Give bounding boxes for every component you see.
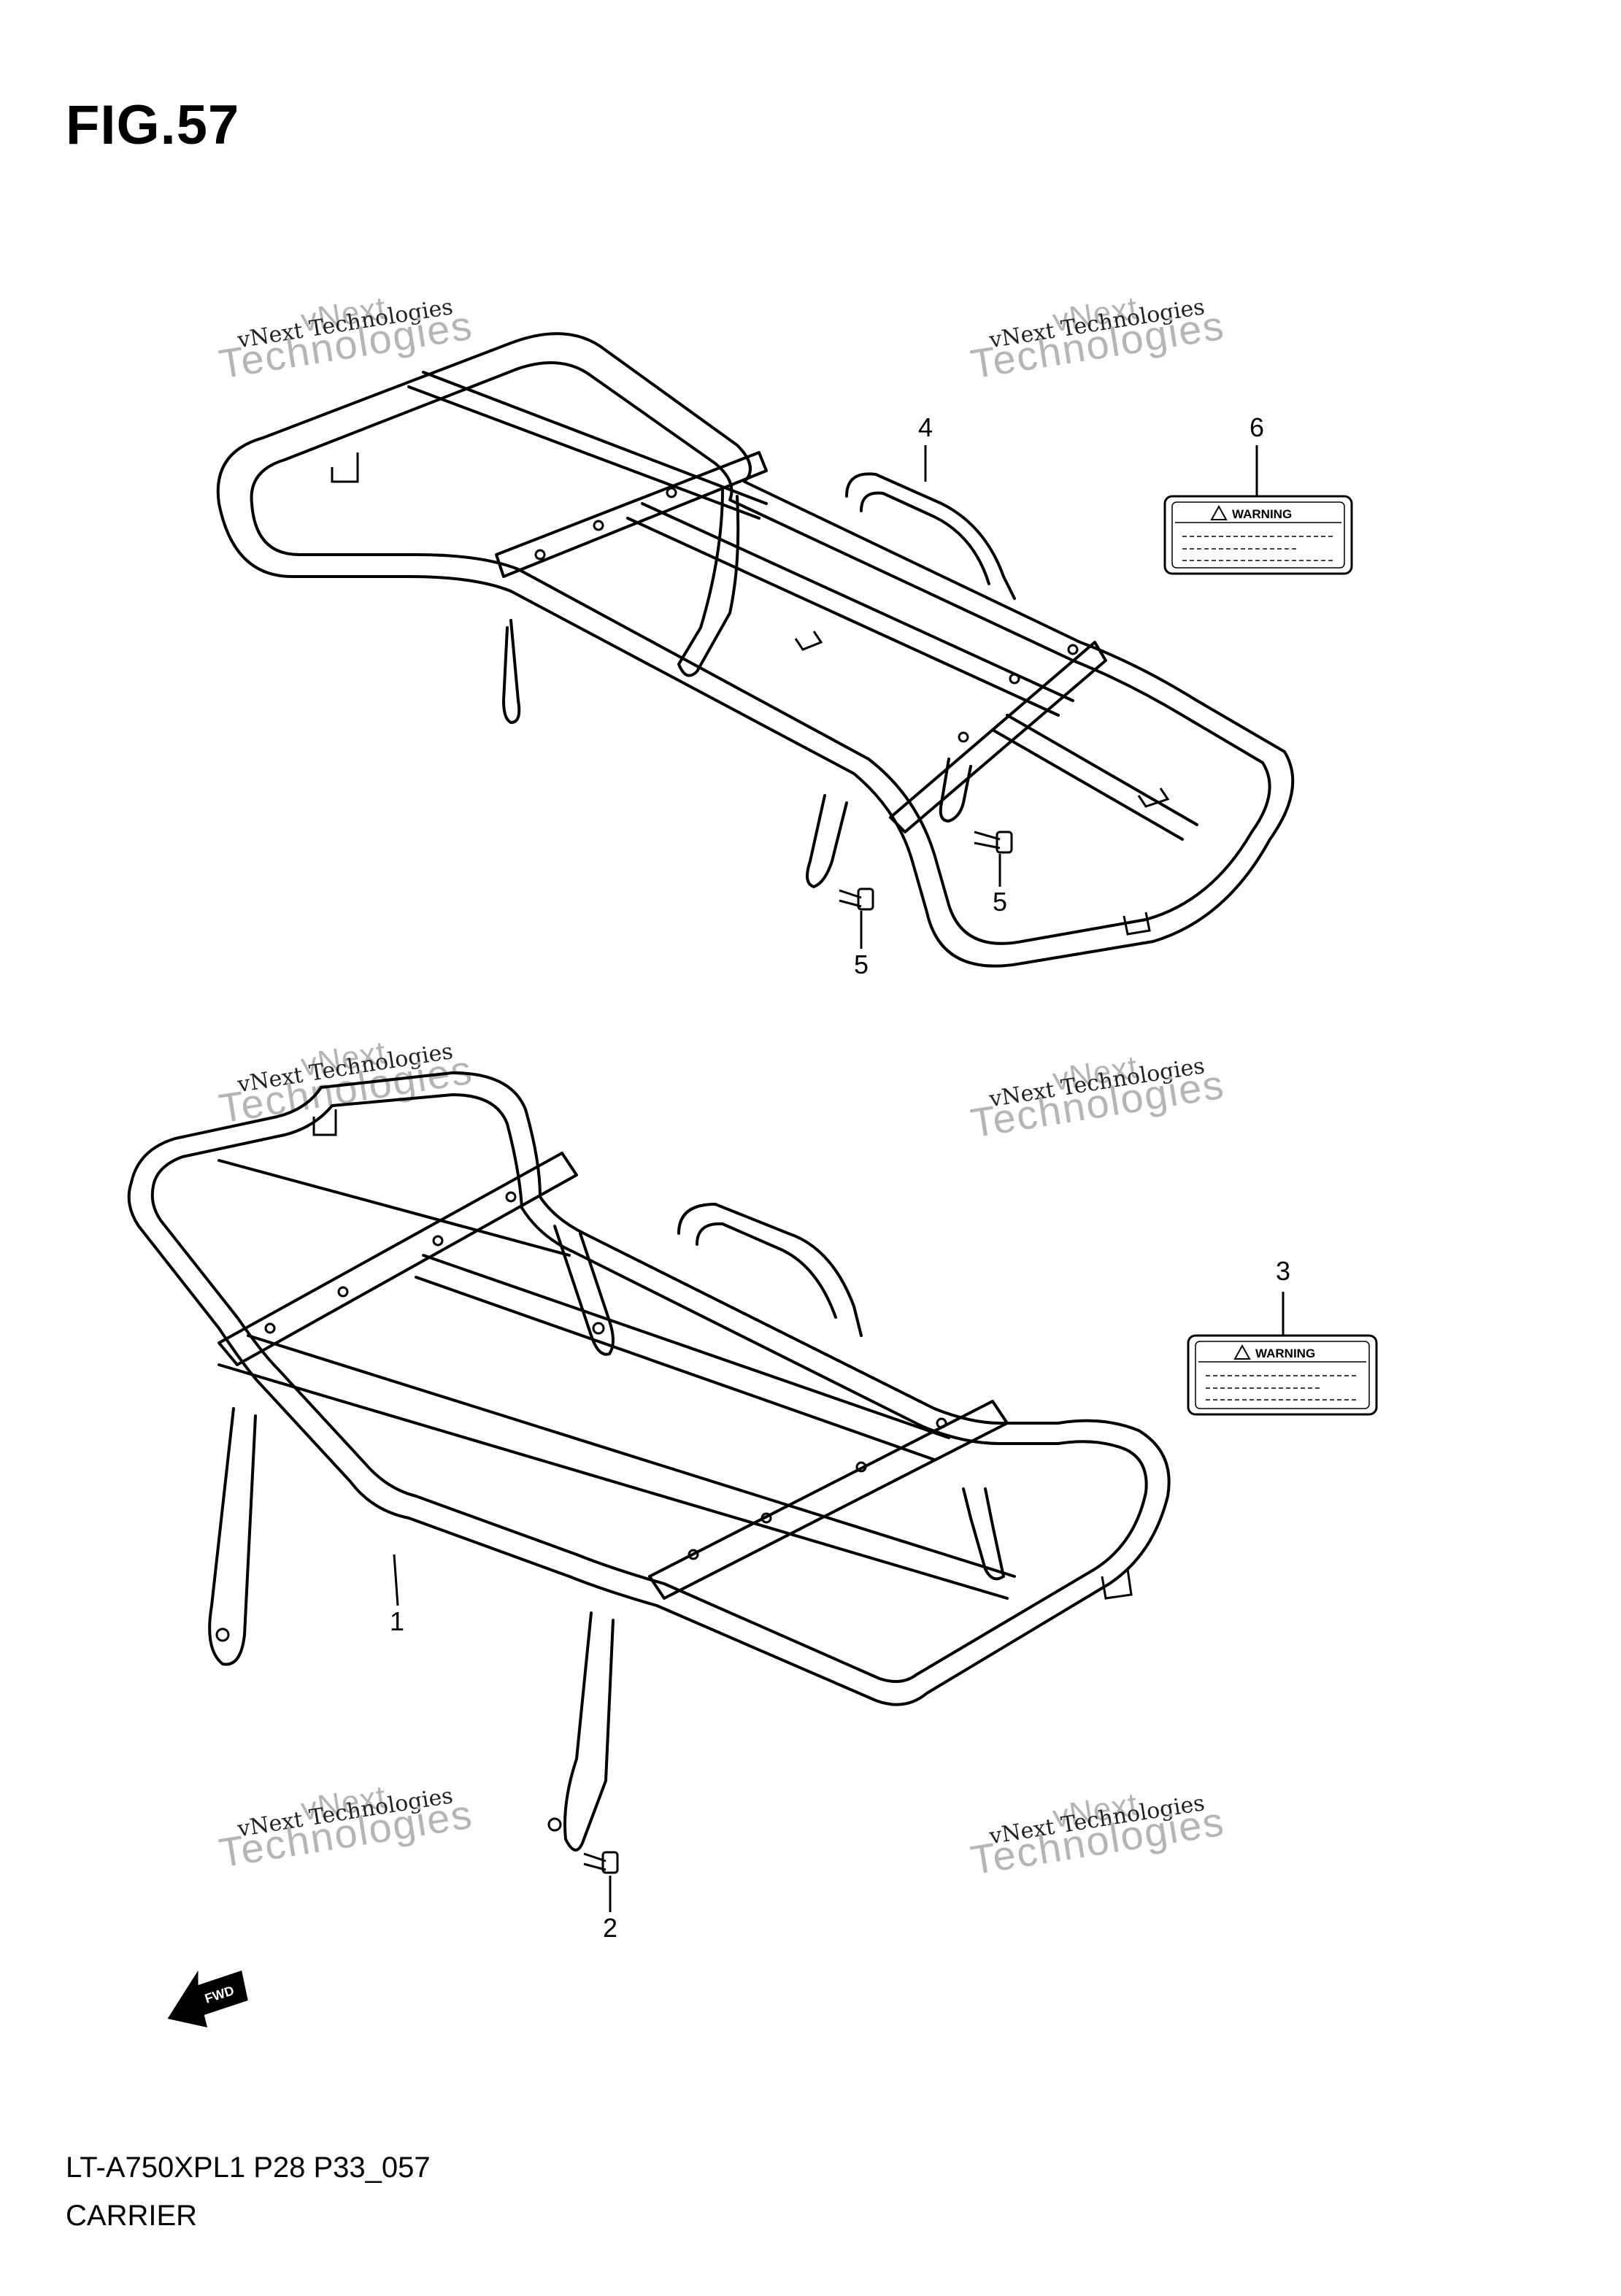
- rear-carrier-leg: [677, 488, 740, 677]
- bolt-hole: [1067, 644, 1079, 655]
- front-carrier-cross-bar: [217, 1159, 571, 1257]
- warning-label-text: WARNING: [1255, 1347, 1315, 1360]
- rear-carrier-mount-strap: [495, 451, 768, 578]
- callout-2: 2: [602, 1913, 618, 1943]
- bolt-head: [996, 831, 1013, 854]
- bolt-5a-drawing: [974, 831, 1013, 854]
- front-carrier-leg: [553, 1225, 615, 1356]
- rear-carrier-cross-bar: [1006, 714, 1198, 826]
- bolt-hole: [666, 487, 677, 498]
- bolt-hole: [688, 1549, 699, 1560]
- warning-triangle-icon: [1233, 1344, 1251, 1360]
- bolt-hole: [1009, 673, 1020, 685]
- fwd-arrow-icon: [167, 1970, 248, 2027]
- callout-6: 6: [1249, 412, 1265, 442]
- bolt-head: [601, 1851, 619, 1874]
- rear-carrier-leg: [806, 794, 848, 888]
- front-carrier-leg: [208, 1407, 257, 1666]
- rear-carrier-cross-bar: [422, 371, 768, 505]
- bolt-hole: [337, 1286, 349, 1298]
- figure-title: FIG.57: [66, 94, 240, 156]
- warning-label-6: WARNING: [1163, 495, 1353, 575]
- label-inner-border: [1195, 1341, 1370, 1409]
- front-carrier-leg: [563, 1611, 615, 1852]
- bolt-hole: [432, 1235, 444, 1247]
- bolt-hole: [958, 731, 969, 743]
- bolt-hole: [592, 1322, 605, 1335]
- rear-carrier-tab: [331, 452, 359, 483]
- callout-4: 4: [917, 412, 933, 442]
- label-border: [1163, 495, 1353, 575]
- bolt-hole: [855, 1461, 867, 1473]
- bolt-shank: [974, 831, 1001, 850]
- callout-5b: 5: [853, 949, 869, 979]
- rear-carrier-leg: [939, 758, 972, 823]
- warning-label-3: WARNING: [1187, 1334, 1378, 1416]
- bolt-hole: [215, 1627, 230, 1642]
- bolt-hole: [593, 520, 604, 531]
- rear-carrier-cross-bar: [407, 385, 761, 520]
- rear-carrier-cross-bar: [626, 517, 1060, 717]
- rear-carrier-grab-handle: [845, 472, 1016, 600]
- rear-carrier-tab: [1137, 787, 1170, 808]
- bolt-2-drawing: [583, 1851, 619, 1874]
- front-carrier-cross-bar: [422, 1254, 950, 1439]
- rear-carrier-mount-strap: [889, 641, 1107, 833]
- front-carrier-mount-strap: [217, 1152, 578, 1366]
- rear-carrier-outer-frame: [216, 332, 1295, 968]
- bolt-hole: [505, 1191, 517, 1203]
- label-inner-border: [1171, 501, 1345, 569]
- front-carrier-cross-bar: [247, 1334, 1016, 1578]
- front-carrier-cross-bar: [415, 1276, 936, 1461]
- callout-1: 1: [389, 1606, 405, 1636]
- front-carrier-grab-handle: [696, 1222, 837, 1319]
- rear-carrier-leg: [502, 619, 521, 724]
- front-carrier-inner-frame: [150, 1093, 1148, 1683]
- front-carrier-drawing: [127, 1071, 1171, 1852]
- front-carrier-grab-handle: [677, 1203, 863, 1337]
- model-code: LT-A750XPL1 P28 P33_057: [66, 2151, 431, 2184]
- rear-carrier-inner-frame: [250, 361, 1271, 945]
- section-name: CARRIER: [66, 2200, 198, 2232]
- bolt-hole: [534, 549, 546, 560]
- rear-carrier-drawing: [216, 332, 1295, 968]
- bolt-head: [857, 887, 874, 911]
- front-carrier-tab: [1101, 1568, 1133, 1600]
- warning-triangle-icon: [1210, 504, 1228, 520]
- callout-5a: 5: [992, 887, 1008, 917]
- bolt-hole: [264, 1322, 276, 1334]
- front-carrier-leg: [962, 1487, 1005, 1581]
- label-border: [1187, 1334, 1378, 1416]
- front-carrier-outer-frame: [127, 1071, 1171, 1706]
- warning-label-text: WARNING: [1232, 507, 1292, 521]
- bolt-hole: [761, 1512, 772, 1524]
- rear-carrier-tab: [1123, 912, 1151, 936]
- bolt-5b-drawing: [839, 887, 874, 911]
- bolt-hole: [547, 1817, 562, 1832]
- front-carrier-tab: [312, 1109, 337, 1136]
- callout-3: 3: [1275, 1256, 1291, 1286]
- front-carrier-cross-bar: [217, 1363, 1009, 1600]
- leader-line-1: [393, 1554, 399, 1606]
- rear-carrier-cross-bar: [641, 502, 1074, 702]
- front-carrier-mount-strap: [648, 1400, 1009, 1600]
- bolt-hole: [936, 1417, 947, 1429]
- rear-carrier-tab: [794, 631, 823, 651]
- rear-carrier-cross-bar: [991, 728, 1184, 841]
- fwd-arrow: FWD: [167, 1970, 248, 2027]
- rear-carrier-grab-handle: [860, 491, 990, 585]
